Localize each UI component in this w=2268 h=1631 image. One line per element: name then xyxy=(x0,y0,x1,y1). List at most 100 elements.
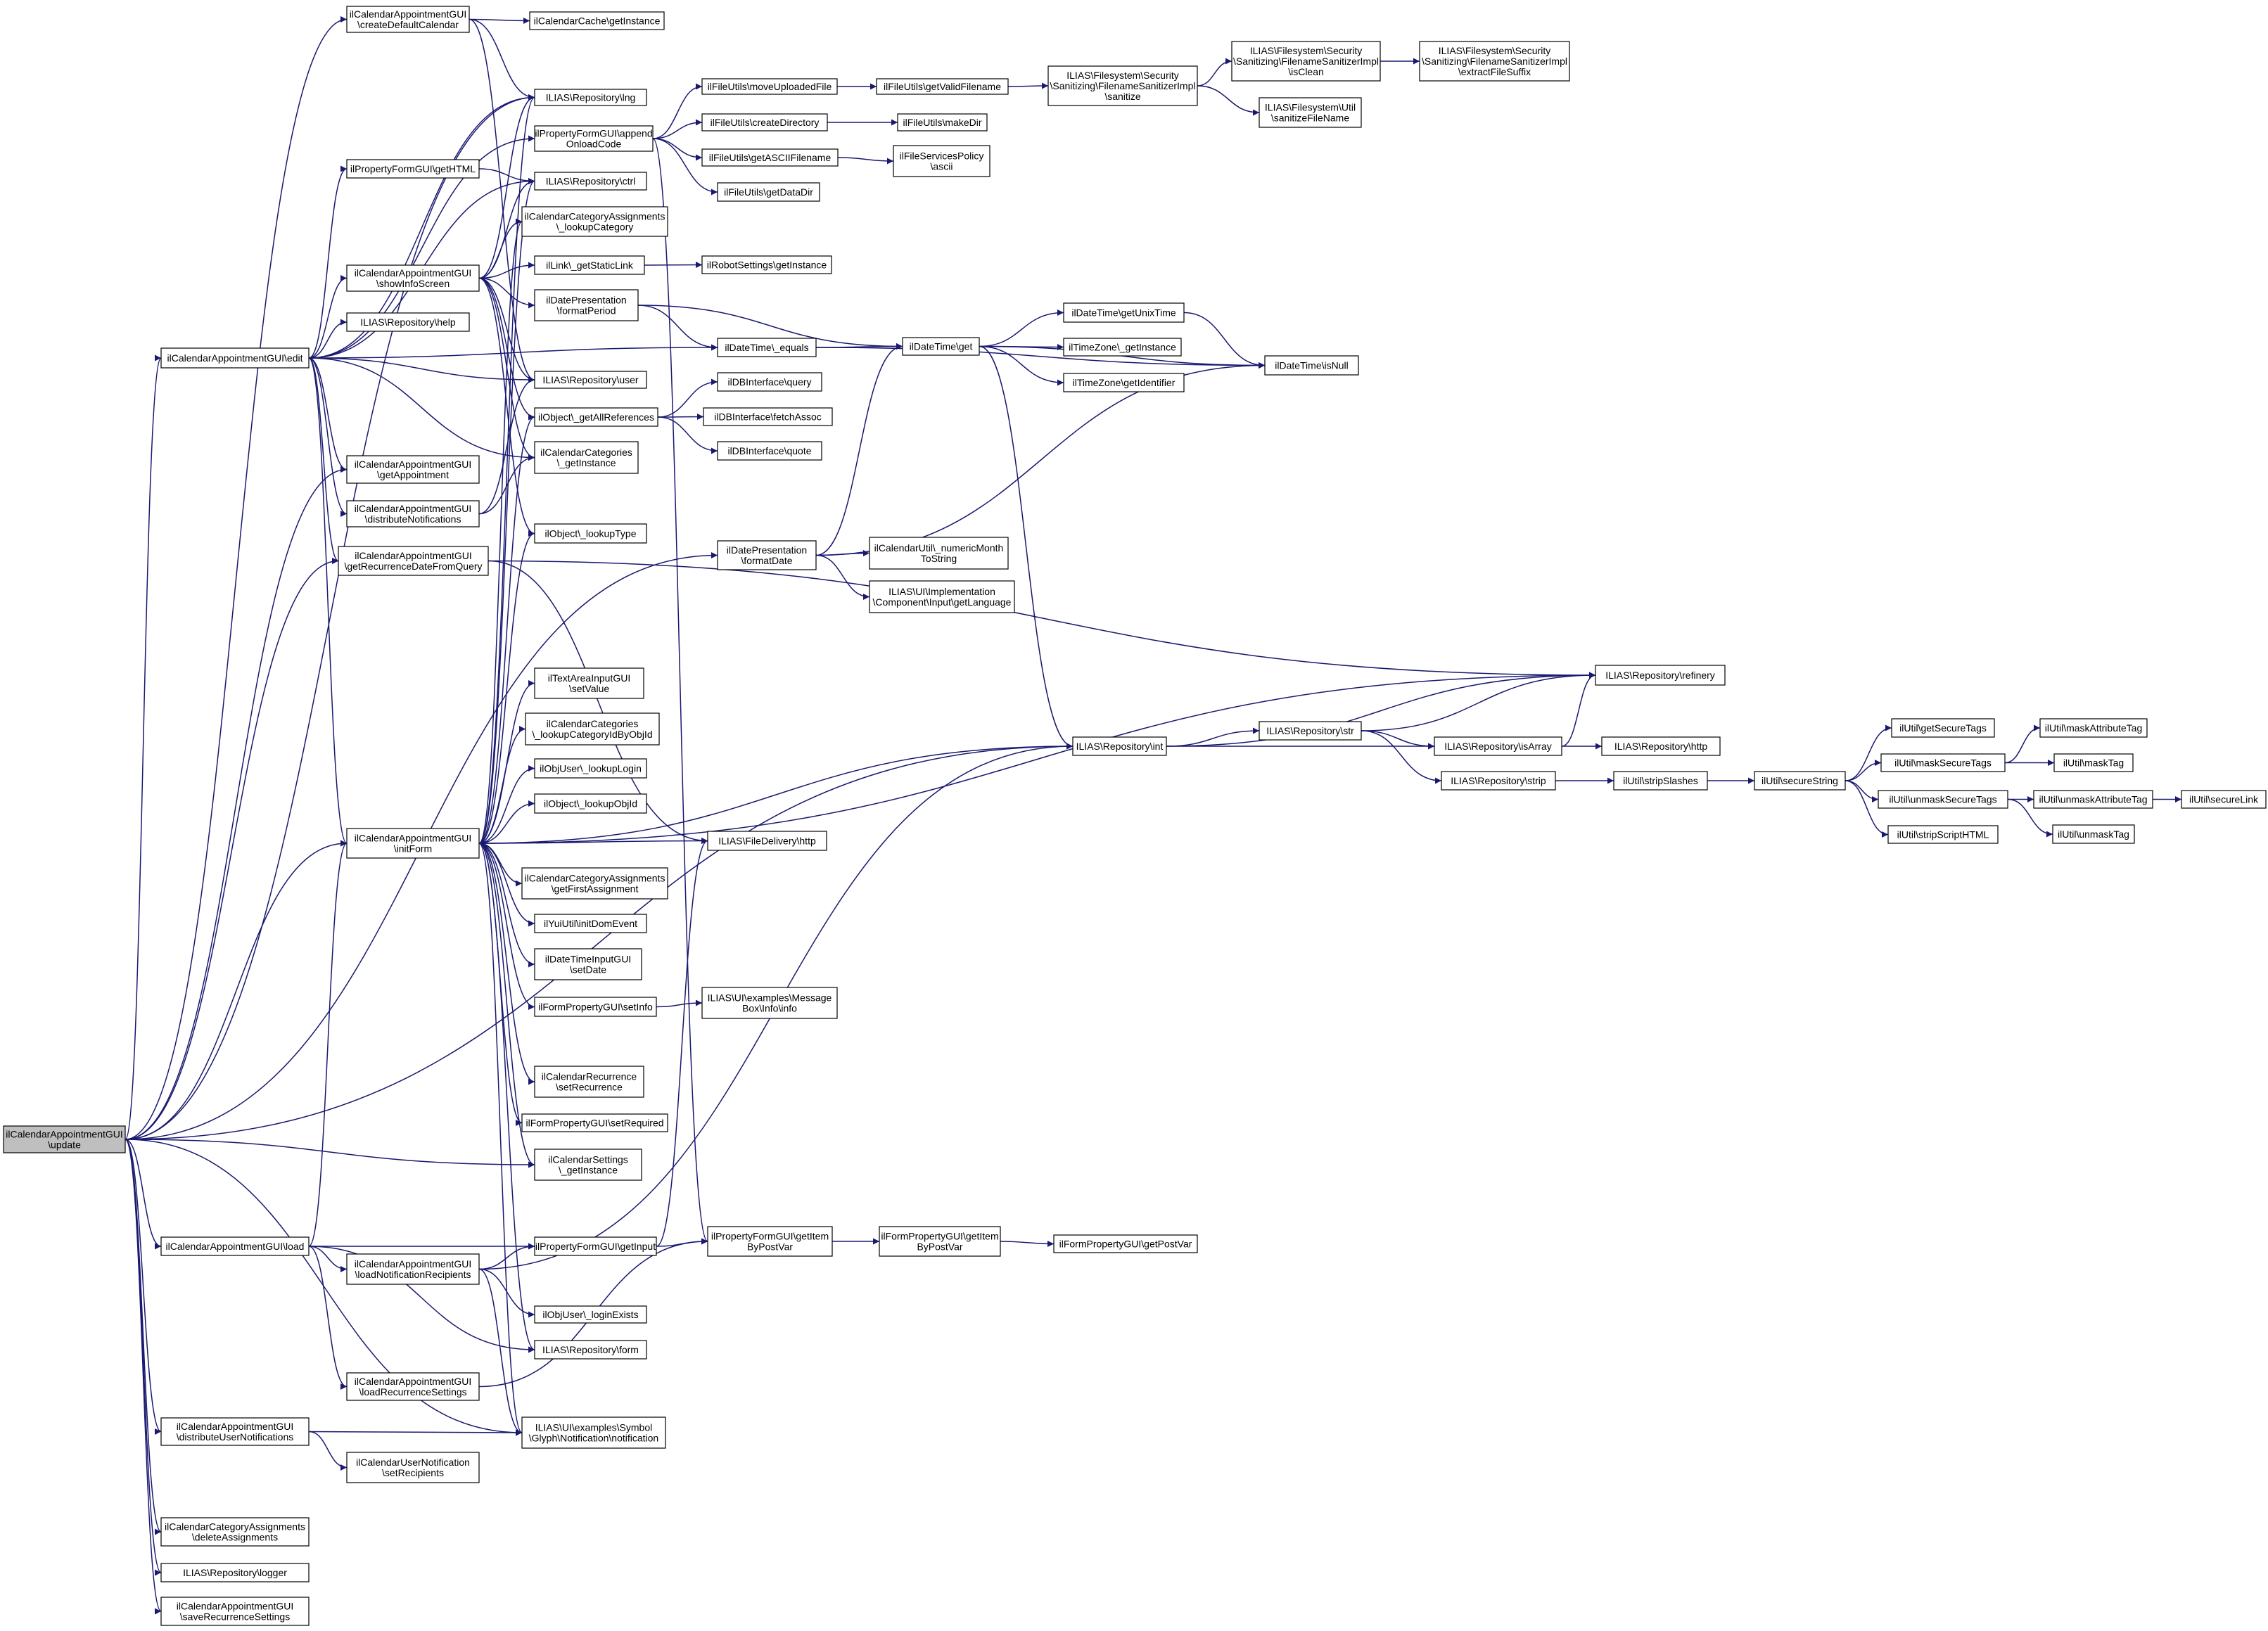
graph-node[interactable]: ILIAS\Repository\str xyxy=(1259,721,1362,741)
graph-node[interactable]: ilFormPropertyGUI\getPostVar xyxy=(1053,1234,1198,1253)
node-label: \distributeNotifications xyxy=(365,513,461,525)
graph-node[interactable]: ilCalendarAppointmentGUI\edit xyxy=(160,347,310,369)
graph-node[interactable]: ilFileUtils\getDataDir xyxy=(717,182,820,202)
graph-node[interactable]: ILIAS\Filesystem\Security\Sanitizing\Fil… xyxy=(1231,41,1381,82)
graph-node[interactable]: ilTextAreaInputGUI\setValue xyxy=(534,667,644,699)
graph-node[interactable]: ilUtil\unmaskSecureTags xyxy=(1878,790,2008,809)
graph-node[interactable]: ilCalendarAppointmentGUI\load xyxy=(160,1236,310,1256)
graph-node[interactable]: ilCalendarCache\getInstance xyxy=(529,11,665,30)
graph-node[interactable]: ILIAS\Filesystem\Security\Sanitizing\Fil… xyxy=(1419,41,1570,82)
graph-node[interactable]: ilFileUtils\makeDir xyxy=(897,113,988,132)
graph-node[interactable]: ilFileUtils\createDirectory xyxy=(701,113,828,132)
node-label: ilFileUtils\moveUploadedFile xyxy=(708,81,832,92)
graph-node[interactable]: ilCalendarAppointmentGUI\update xyxy=(3,1125,126,1153)
graph-node[interactable]: ILIAS\Repository\refinery xyxy=(1595,665,1726,686)
graph-node[interactable]: ILIAS\Repository\lng xyxy=(534,89,647,106)
graph-node[interactable]: ilFileUtils\getValidFilename xyxy=(876,78,1009,95)
graph-node[interactable]: ILIAS\FileDelivery\http xyxy=(707,831,827,851)
graph-node[interactable]: ilTimeZone\_getInstance xyxy=(1063,338,1182,357)
graph-node[interactable]: ilCalendarAppointmentGUI\showInfoScreen xyxy=(346,264,480,292)
graph-node[interactable]: ilCalendarCategoryAssignments\_lookupCat… xyxy=(521,206,668,237)
graph-node[interactable]: ilCalendarCategories\_lookupCategoryIdBy… xyxy=(525,712,660,746)
graph-node[interactable]: ilCalendarAppointmentGUI\saveRecurrenceS… xyxy=(160,1597,310,1626)
graph-node[interactable]: ilDBInterface\query xyxy=(717,372,822,392)
graph-node[interactable]: ilDateTimeInputGUI\setDate xyxy=(534,948,642,980)
graph-node[interactable]: ilCalendarAppointmentGUI\distributeUserN… xyxy=(160,1417,310,1446)
graph-node[interactable]: ilFileUtils\getASCIIFilename xyxy=(701,148,839,167)
node-label: ilCalendarAppointmentGUI xyxy=(177,1421,294,1432)
graph-node[interactable]: ilUtil\stripScriptHTML xyxy=(1887,825,1999,844)
graph-node[interactable]: ilUtil\secureLink xyxy=(2181,790,2267,809)
graph-node[interactable]: ilCalendarAppointmentGUI\createDefaultCa… xyxy=(346,6,470,33)
graph-node[interactable]: ilObjUser\_loginExists xyxy=(534,1305,647,1324)
graph-node[interactable]: ilFormPropertyGUI\setInfo xyxy=(534,997,657,1017)
graph-node[interactable]: ilUtil\getSecureTags xyxy=(1891,718,1995,738)
graph-node[interactable]: ilUtil\maskAttributeTag xyxy=(2039,718,2148,738)
graph-node[interactable]: ilCalendarAppointmentGUI\getAppointment xyxy=(346,455,480,484)
graph-node[interactable]: ilDatePresentation\formatPeriod xyxy=(534,289,639,321)
graph-node[interactable]: ilPropertyFormGUI\getHTML xyxy=(346,159,480,179)
graph-node[interactable]: ilCalendarUserNotification\setRecipients xyxy=(346,1452,480,1483)
graph-node[interactable]: ilFileServicesPolicy\ascii xyxy=(893,145,990,177)
graph-node[interactable]: ilDateTime\getUnixTime xyxy=(1063,302,1185,323)
graph-node[interactable]: ILIAS\Repository\user xyxy=(534,371,647,389)
graph-node[interactable]: ilDatePresentation\formatDate xyxy=(717,540,817,570)
node-label: ilDateTime\get xyxy=(910,341,973,352)
node-box xyxy=(346,159,480,179)
graph-node[interactable]: ilUtil\maskSecureTags xyxy=(1880,753,2006,772)
graph-node[interactable]: ILIAS\Repository\strip xyxy=(1441,771,1556,791)
node-label: ilPropertyFormGUI\getItem xyxy=(711,1231,829,1242)
node-box xyxy=(534,371,647,389)
graph-node[interactable]: ilCalendarCategories\_getInstance xyxy=(534,441,639,474)
graph-node[interactable]: ILIAS\Repository\logger xyxy=(160,1563,310,1582)
graph-node[interactable]: ILIAS\Repository\form xyxy=(534,1340,647,1360)
graph-node[interactable]: ilObject\_lookupObjId xyxy=(534,793,647,814)
graph-node[interactable]: ilUtil\unmaskAttributeTag xyxy=(2033,790,2153,809)
graph-node[interactable]: ilFormPropertyGUI\setRequired xyxy=(521,1113,668,1132)
graph-node[interactable]: ilDateTime\get xyxy=(902,337,980,356)
graph-node[interactable]: ilCalendarAppointmentGUI\loadNotificatio… xyxy=(346,1253,480,1285)
graph-node[interactable]: ilUtil\stripSlashes xyxy=(1613,771,1708,791)
graph-node[interactable]: ilCalendarSettings\_getInstance xyxy=(534,1149,642,1181)
graph-node[interactable]: ilFileUtils\moveUploadedFile xyxy=(701,78,838,95)
graph-node[interactable]: ilUtil\secureString xyxy=(1754,771,1846,791)
call-edge-n65-n74 xyxy=(478,843,535,1168)
graph-node[interactable]: ilRobotSettings\getInstance xyxy=(701,255,832,274)
graph-node[interactable]: ilUtil\unmaskTag xyxy=(2052,824,2135,844)
graph-node[interactable]: ilUtil\maskTag xyxy=(2053,753,2134,772)
graph-node[interactable]: ilCalendarAppointmentGUI\getRecurrenceDa… xyxy=(338,546,489,576)
graph-node[interactable]: ilDBInterface\fetchAssoc xyxy=(703,407,833,426)
graph-node[interactable]: ilDBInterface\quote xyxy=(717,441,822,461)
graph-node[interactable]: ilCalendarCategoryAssignments\deleteAssi… xyxy=(160,1517,310,1547)
graph-node[interactable]: ilDateTime\_equals xyxy=(717,338,817,357)
graph-node[interactable]: ILIAS\Repository\ctrl xyxy=(534,172,647,191)
graph-node[interactable]: ilYuiUtil\initDomEvent xyxy=(534,914,647,933)
graph-node[interactable]: ILIAS\UI\Implementation\Component\Input\… xyxy=(869,580,1015,613)
graph-node[interactable]: ILIAS\UI\examples\Symbol\Glyph\Notificat… xyxy=(521,1416,666,1449)
graph-node[interactable]: ilPropertyFormGUI\getInput xyxy=(534,1236,657,1256)
graph-node[interactable]: ILIAS\Repository\int xyxy=(1072,736,1167,756)
graph-node[interactable]: ILIAS\Filesystem\Util\sanitizeFileName xyxy=(1259,97,1362,128)
graph-node[interactable]: ilCalendarCategoryAssignments\getFirstAs… xyxy=(521,867,668,900)
graph-node[interactable]: ilObjUser\_lookupLogin xyxy=(534,758,647,779)
graph-node[interactable]: ilCalendarAppointmentGUI\distributeNotif… xyxy=(346,500,480,527)
graph-node[interactable]: ilLink\_getStaticLink xyxy=(534,255,645,275)
graph-node[interactable]: ILIAS\Repository\http xyxy=(1601,736,1721,756)
node-box xyxy=(534,997,657,1017)
graph-node[interactable]: ilObject\_getAllReferences xyxy=(534,407,658,427)
graph-node[interactable]: ILIAS\Filesystem\Security\Sanitizing\Fil… xyxy=(1047,65,1198,106)
graph-node[interactable]: ilCalendarAppointmentGUI\initForm xyxy=(346,828,480,859)
graph-node[interactable]: ilObject\_lookupType xyxy=(534,523,647,544)
graph-node[interactable]: ilCalendarRecurrence\setRecurrence xyxy=(534,1066,644,1098)
graph-node[interactable]: ILIAS\Repository\isArray xyxy=(1434,736,1562,756)
graph-node[interactable]: ilTimeZone\getIdentifier xyxy=(1063,373,1185,392)
graph-node[interactable]: ilCalendarAppointmentGUI\loadRecurrenceS… xyxy=(346,1372,480,1401)
graph-node[interactable]: ilDateTime\isNull xyxy=(1264,355,1359,376)
graph-node[interactable]: ILIAS\Repository\help xyxy=(346,312,470,332)
node-box xyxy=(717,441,822,461)
